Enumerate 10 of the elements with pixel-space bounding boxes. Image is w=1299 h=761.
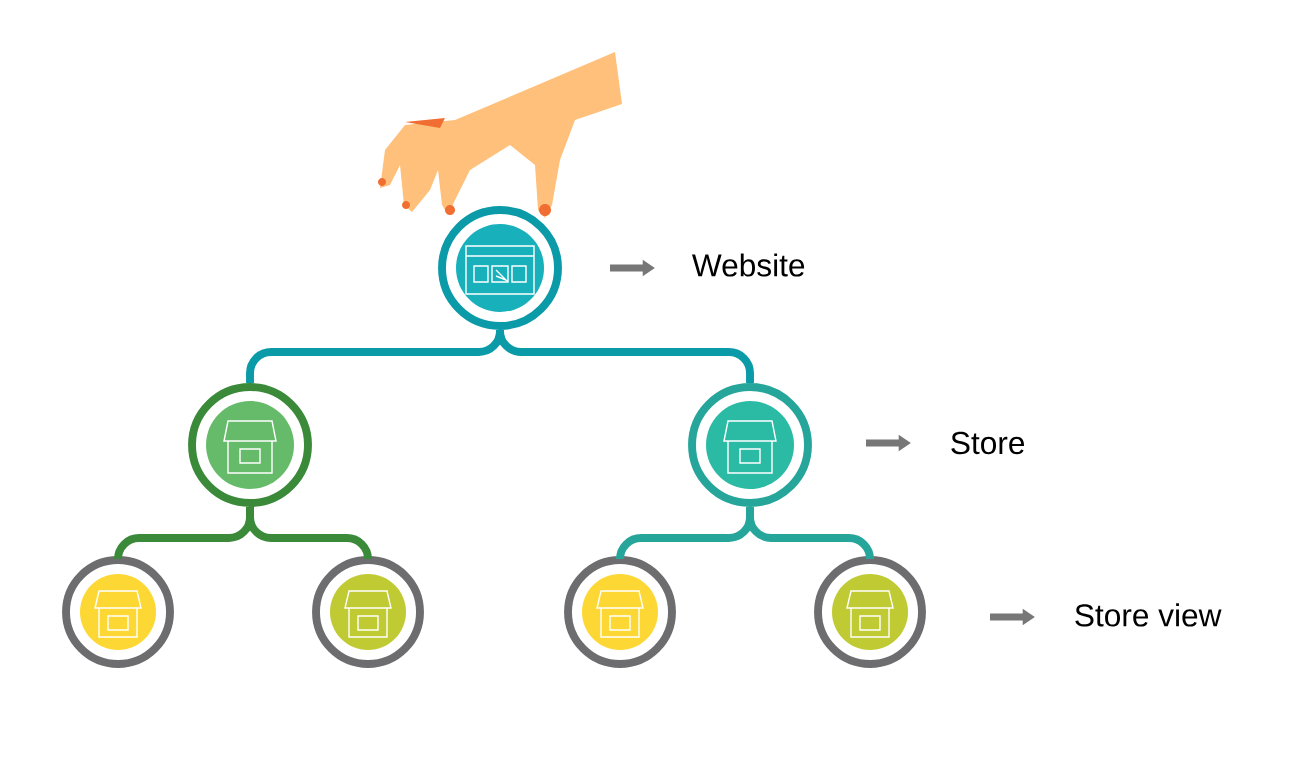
level-label: Website [692, 253, 805, 277]
category-circle [814, 556, 926, 668]
category-circle [688, 383, 812, 507]
category-circle [62, 556, 174, 668]
category-circle [312, 556, 424, 668]
category-circle [564, 556, 676, 668]
category-circle [438, 206, 562, 330]
level-label: Store view [1075, 603, 1222, 627]
category-circle [188, 383, 312, 507]
level-label: Store [951, 431, 1025, 455]
